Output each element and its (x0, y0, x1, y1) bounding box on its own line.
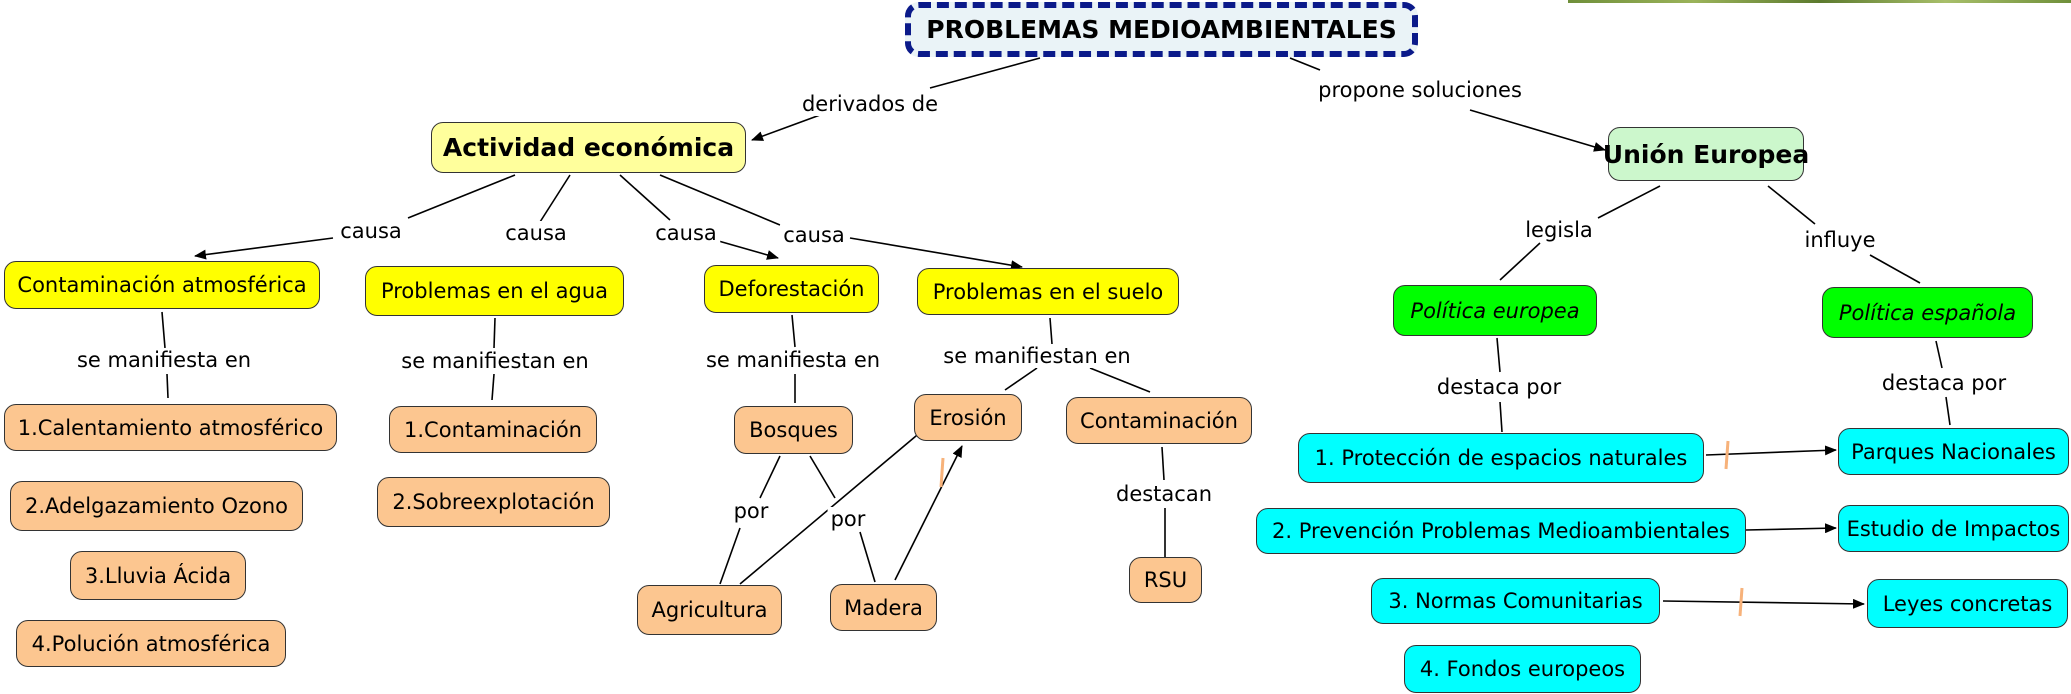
link-label-destaca: destaca por (1878, 371, 2010, 395)
link-label-derivados: derivados de (798, 92, 942, 116)
link-label-influye: influye (1801, 228, 1879, 252)
node-rsu: RSU (1129, 557, 1202, 603)
node-bosques: Bosques (734, 406, 853, 454)
node-madera: Madera (830, 584, 937, 631)
node-ozono: 2.Adelgazamiento Ozono (10, 481, 303, 531)
node-contaminacion-atmosferica: Contaminación atmosférica (4, 261, 320, 309)
node-deforestacion: Deforestación (704, 265, 879, 313)
node-agricultura: Agricultura (637, 585, 782, 635)
top-right-image-strip (1568, 0, 2071, 3)
node-sobreexplotacion: 2.Sobreexplotación (377, 477, 610, 527)
node-politica-espanola: Política española (1822, 287, 2033, 338)
node-leyes: Leyes concretas (1867, 579, 2068, 628)
node-problemas-suelo: Problemas en el suelo (917, 268, 1179, 315)
link-label-causa: causa (652, 221, 720, 245)
link-label-manifiesta: se manifiesta en (73, 348, 255, 372)
link-label-destacan: destacan (1112, 482, 1216, 506)
link-label-manifiesta: se manifiesta en (702, 348, 884, 372)
node-problemas-agua: Problemas en el agua (365, 266, 624, 316)
link-label-causa: causa (337, 219, 405, 243)
node-union-europea: Unión Europea (1603, 127, 1809, 181)
node-calentamiento: 1.Calentamiento atmosférico (4, 404, 337, 451)
node-contaminacion-agua: 1.Contaminación (389, 406, 597, 453)
node-politica-europea: Política europea (1393, 285, 1597, 336)
node-lluvia-acida: 3.Lluvia Ácida (70, 551, 246, 600)
title-node: PROBLEMAS MEDIOAMBIENTALES (905, 2, 1418, 57)
node-prevencion: 2. Prevención Problemas Medioambientales (1256, 508, 1746, 554)
link-label-legisla: legisla (1522, 218, 1596, 242)
node-proteccion: 1. Protección de espacios naturales (1298, 433, 1704, 483)
link-label-destaca: destaca por (1433, 375, 1565, 399)
node-parques: Parques Nacionales (1838, 428, 2069, 475)
node-erosion: Erosión (914, 394, 1022, 441)
node-normas: 3. Normas Comunitarias (1371, 578, 1660, 624)
link-label-propone: propone soluciones (1315, 78, 1525, 102)
node-estudio: Estudio de Impactos (1838, 505, 2069, 552)
link-label-causa: causa (502, 221, 570, 245)
link-label-causa: causa (780, 223, 848, 247)
node-polucion: 4.Polución atmosférica (16, 620, 286, 667)
link-label-manifiestan: se manifiestan en (940, 344, 1134, 368)
node-actividad-economica: Actividad económica (431, 122, 746, 173)
node-contaminacion-suelo: Contaminación (1066, 397, 1252, 444)
link-label-por: por (730, 499, 772, 523)
link-label-por: por (827, 507, 869, 531)
node-fondos: 4. Fondos europeos (1404, 645, 1641, 693)
link-label-manifiestan: se manifiestan en (398, 349, 592, 373)
